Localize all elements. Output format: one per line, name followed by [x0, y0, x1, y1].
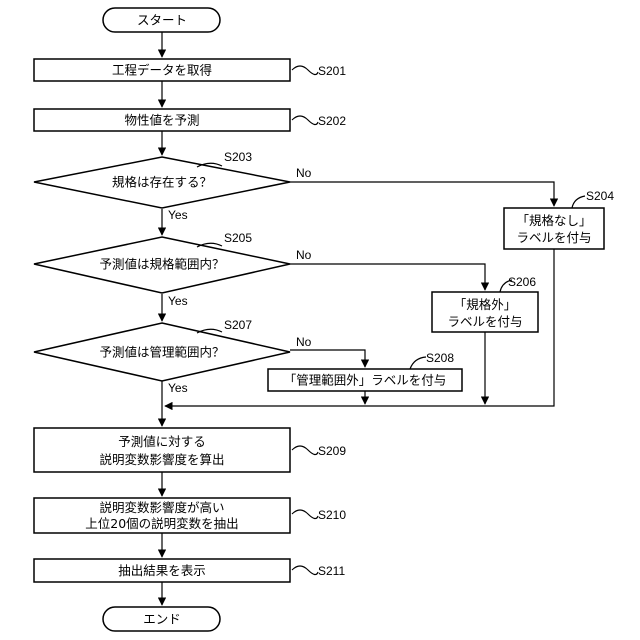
s208-leader	[410, 357, 426, 369]
s207-label: 予測値は管理範囲内？	[99, 345, 224, 360]
end-terminal: エンド	[103, 607, 220, 631]
step-s201: 工程データを取得 S201	[34, 59, 346, 81]
arrow-s203-no	[290, 182, 554, 206]
s207-ref: S207	[224, 318, 252, 332]
s209-line1: 予測値に対する	[118, 434, 206, 449]
arrow-s207-no	[290, 350, 365, 367]
start-terminal: スタート	[103, 8, 220, 32]
start-label: スタート	[137, 13, 187, 28]
s204-line1: 「規格なし」	[516, 213, 591, 228]
s204-leader	[572, 196, 585, 208]
s210-ref: S210	[318, 508, 346, 522]
s201-leader	[292, 66, 318, 75]
s207-yes-label: Yes	[168, 381, 188, 395]
arrow-s205-no	[290, 264, 485, 290]
s201-label: 工程データを取得	[112, 63, 212, 78]
s209-ref: S209	[318, 444, 346, 458]
s211-label: 抽出結果を表示	[118, 563, 206, 578]
step-s210: 説明変数影響度が高い 上位20個の説明変数を抽出 S210	[34, 498, 346, 533]
s205-ref: S205	[224, 231, 252, 245]
s204-ref: S204	[586, 189, 614, 203]
s209-line2: 説明変数影響度を算出	[99, 452, 224, 467]
s202-leader	[292, 116, 318, 125]
s203-yes-label: Yes	[168, 208, 188, 222]
s203-label: 規格は存在する？	[112, 175, 212, 190]
s208-ref: S208	[426, 351, 454, 365]
s205-no-label: No	[296, 248, 312, 262]
step-s204: 「規格なし」 ラベルを付与 S204	[504, 189, 614, 249]
s203-no-label: No	[296, 166, 312, 180]
s211-ref: S211	[318, 564, 345, 578]
step-s202: 物性値を予測 S202	[34, 109, 346, 131]
step-s209: 予測値に対する 説明変数影響度を算出 S209	[34, 428, 346, 472]
s204-line2: ラベルを付与	[516, 230, 591, 245]
s205-label: 予測値は規格範囲内？	[99, 257, 224, 272]
s208-label: 「管理範囲外」ラベルを付与	[284, 373, 447, 388]
s210-line1: 説明変数影響度が高い	[99, 500, 224, 515]
s209-leader	[292, 446, 318, 455]
decision-s205: 予測値は規格範囲内？ S205 No Yes	[34, 231, 312, 308]
s202-ref: S202	[318, 114, 346, 128]
end-label: エンド	[143, 612, 181, 627]
s211-leader	[292, 566, 318, 575]
s205-yes-label: Yes	[168, 294, 188, 308]
s206-line1: 「規格外」	[454, 297, 517, 312]
s210-line2: 上位20個の説明変数を抽出	[85, 516, 238, 531]
s201-ref: S201	[318, 64, 346, 78]
s210-leader	[292, 510, 318, 519]
s206-ref: S206	[508, 275, 536, 289]
s202-label: 物性値を予測	[124, 113, 199, 128]
s203-ref: S203	[224, 150, 252, 164]
s206-line2: ラベルを付与	[447, 314, 522, 329]
step-s211: 抽出結果を表示 S211	[34, 559, 345, 582]
s207-no-label: No	[296, 335, 312, 349]
decision-s203: 規格は存在する？ S203 No Yes	[34, 150, 312, 222]
